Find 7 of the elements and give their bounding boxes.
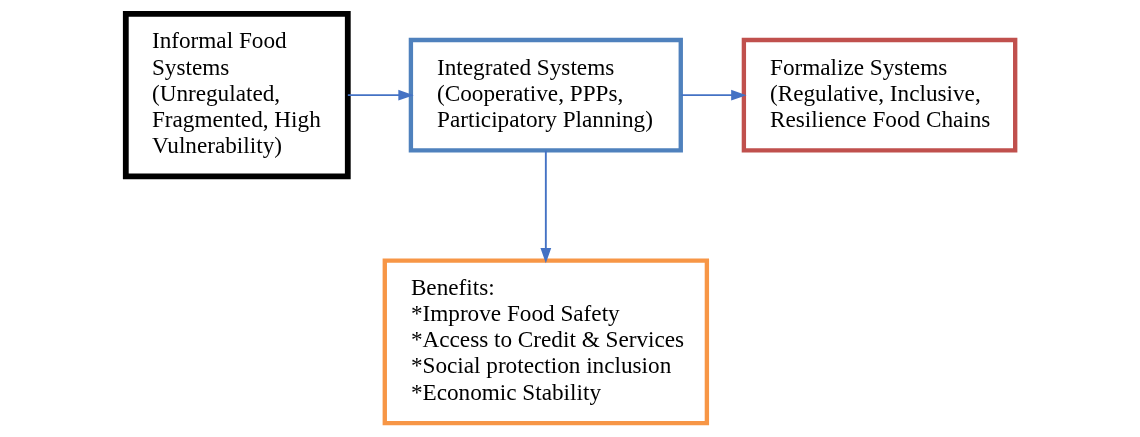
node-box: Informal Food Systems (Unregulated, Fragmented, High Vulnerability) xyxy=(122,11,351,180)
arrow xyxy=(346,89,414,101)
node-box: Integrated Systems (Cooperative, PPPs, Participatory Planning) xyxy=(408,37,683,153)
arrow xyxy=(679,89,747,101)
arrow xyxy=(539,149,551,264)
node-box: Benefits: *Improve Food Safety *Access to Credit & Services *Social protection inclusion *Economic Stability xyxy=(382,258,709,426)
node-box: Formalize Systems (Regulative, Inclusive, Resilience Food Chains xyxy=(741,37,1017,153)
